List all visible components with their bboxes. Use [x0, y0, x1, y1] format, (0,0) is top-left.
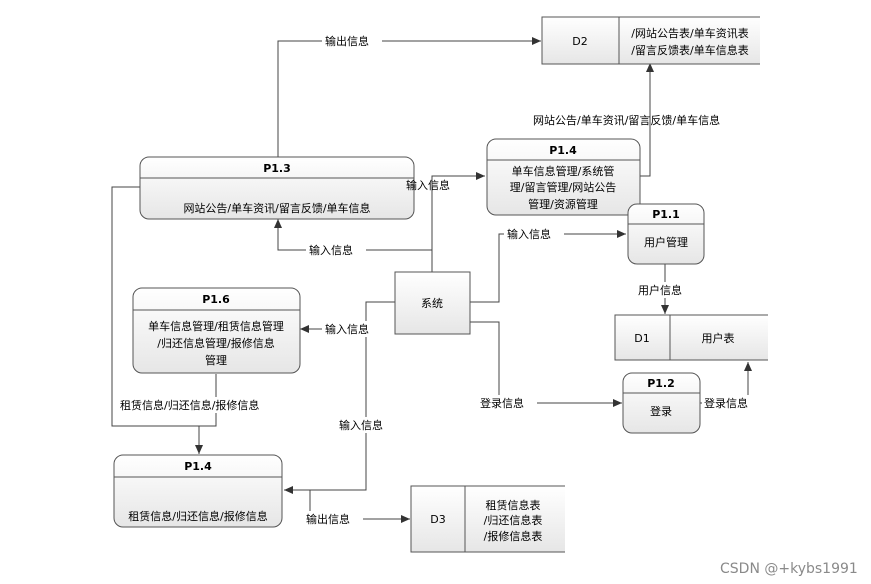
process-p16: P1.6 单车信息管理/租赁信息管理 /归还信息管理/报修信息 管理	[132, 287, 301, 374]
label-in-p14b: 输入信息	[339, 418, 383, 432]
store-d1-id: D1	[634, 332, 649, 345]
label-in-p14: 输入信息	[406, 178, 450, 192]
entity-system-text: 系统	[421, 297, 443, 310]
store-d3-line-1: 租赁信息表	[486, 498, 541, 512]
store-d1: D1 用户表	[614, 314, 768, 361]
process-p11-id: P1.1	[652, 208, 680, 221]
label-rent-info: 租赁信息/归还信息/报修信息	[120, 398, 259, 412]
process-p16-line-1: 单车信息管理/租赁信息管理	[148, 319, 284, 333]
process-p14-bottom-id: P1.4	[184, 460, 212, 473]
label-out-bottom: 输出信息	[306, 512, 350, 526]
label-in-p11: 输入信息	[507, 227, 551, 241]
store-d3-line-3: /报修信息表	[484, 529, 543, 543]
flow-system-to-p13	[274, 219, 432, 251]
label-login-info: 登录信息	[480, 396, 524, 410]
process-p14-top-line-1: 单车信息管理/系统管	[512, 164, 615, 178]
store-d2: D2 /网站公告表/单车资讯表 /留言反馈表/单车信息表	[541, 16, 760, 65]
process-p13-text: 网站公告/单车资讯/留言反馈/单车信息	[183, 201, 370, 215]
process-p13: P1.3 网站公告/单车资讯/留言反馈/单车信息	[139, 156, 415, 220]
store-d3-line-2: /归还信息表	[484, 513, 543, 527]
flow-system-to-p11	[470, 230, 626, 303]
flow-p13-to-p14b	[111, 186, 199, 427]
label-store-d2: 网站公告/单车资讯/留言反馈/单车信息	[533, 113, 720, 127]
process-p14-top-line-3: 管理/资源管理	[528, 197, 598, 211]
process-p16-line-3: 管理	[205, 353, 227, 367]
process-p11: P1.1 用户管理	[627, 203, 705, 265]
store-d3-id: D3	[430, 513, 445, 526]
entity-system: 系统	[394, 271, 471, 335]
store-d2-line-1: /网站公告表/单车资讯表	[631, 26, 748, 40]
label-out-top: 输出信息	[325, 34, 369, 48]
process-p14-bottom-text: 租赁信息/归还信息/报修信息	[128, 509, 267, 523]
label-user-info: 用户信息	[638, 283, 682, 297]
label-login-info-2: 登录信息	[704, 396, 748, 410]
store-d2-line-2: /留言反馈表/单车信息表	[631, 43, 748, 57]
process-p14-top-id: P1.4	[549, 144, 577, 157]
flow-p14-to-d2	[640, 63, 654, 177]
process-p12-id: P1.2	[647, 377, 675, 390]
store-d1-text: 用户表	[702, 331, 735, 345]
watermark: CSDN @+kybs1991	[720, 561, 858, 577]
flow-p13-to-d2	[277, 37, 541, 157]
flow-system-to-p12	[470, 321, 622, 407]
flow-system-to-p14b	[284, 329, 367, 494]
store-d3: D3 租赁信息表 /归还信息表 /报修信息表	[410, 485, 565, 553]
flow-p16-to-p14b	[195, 374, 217, 454]
process-p13-id: P1.3	[263, 162, 291, 175]
flow-system-to-p14	[431, 172, 485, 272]
process-p12-text: 登录	[650, 404, 672, 418]
process-p14-top: P1.4 单车信息管理/系统管 理/留言管理/网站公告 管理/资源管理	[486, 138, 641, 216]
store-d2-id: D2	[572, 35, 587, 48]
process-p12: P1.2 登录	[622, 372, 701, 434]
label-in-p13: 输入信息	[309, 243, 353, 257]
process-p16-id: P1.6	[202, 293, 230, 306]
label-in-p16: 输入信息	[325, 322, 369, 336]
process-p14-bottom: P1.4 租赁信息/归还信息/报修信息	[113, 454, 283, 528]
process-p11-text: 用户管理	[644, 235, 688, 249]
process-p16-line-2: /归还信息管理/报修信息	[157, 336, 274, 350]
process-p14-top-line-2: 理/留言管理/网站公告	[510, 180, 616, 194]
